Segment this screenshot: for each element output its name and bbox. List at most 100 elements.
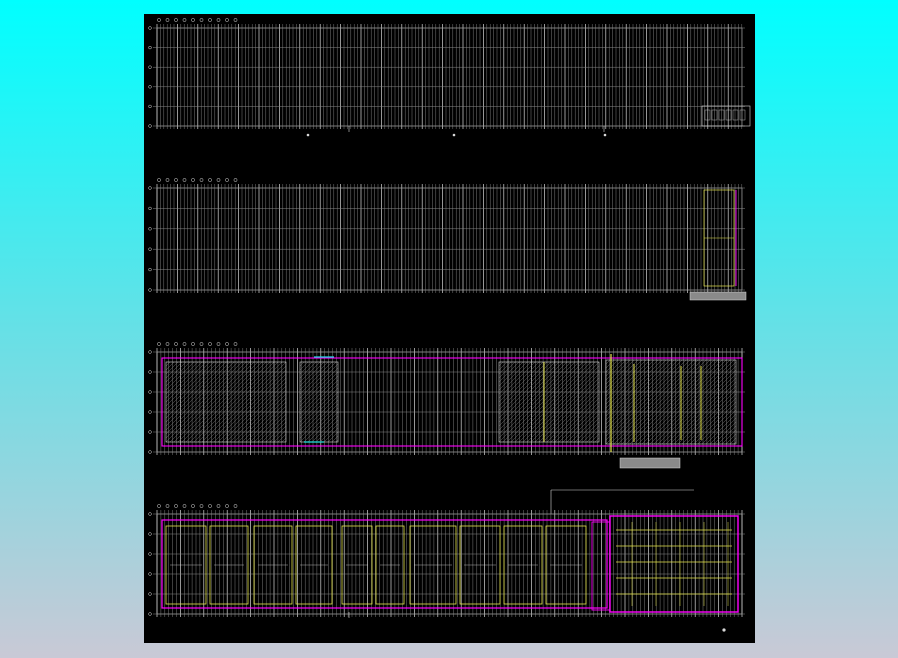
plan-3-hatched-zone-b-stroke [311,415,338,442]
plan-3-hatched-zone-a-stroke [169,362,251,442]
plan-3-hatched-zone-d-stroke [705,413,736,444]
plan-3-hatched-zone-a-stroke [221,377,286,442]
plan-3-hatched-zone-b-stroke [300,362,337,399]
plan-3-hatched-zone-a-stroke [166,362,231,427]
plan-3-hatched-floor-plan [148,342,745,469]
plan-3-axis-bubble [216,342,221,346]
plan-3-hatched-zone-d-stroke [681,389,736,444]
plan-3-hatched-zone-b-stroke [300,362,333,395]
plan-1-section-mark [306,133,310,137]
plan-3-hatched-zone-b-stroke [323,427,338,442]
plan-1-legend-symbol [711,109,718,121]
plan-3-hatched-zone-d-stroke [617,360,703,444]
plan-3-hatched-zone-d-stroke [685,393,736,444]
plan-1-legend-symbol [704,109,711,121]
plan-3-row-bubble [148,430,152,434]
plan-3-hatched-zone-c-outline [498,361,600,443]
plan-3-hatched-zone-d-stroke [645,360,731,444]
plan-3-hatched-zone-b-stroke [300,362,329,391]
plan-3-hatched-zone-a-stroke [166,362,227,423]
plan-2-axis-bubble [216,178,221,182]
plan-3-hatched-zone-a-stroke [185,362,267,442]
plan-3-hatched-zone-c-stroke [578,421,599,442]
plan-3-hatched-zone-a-stroke [233,389,286,442]
plan-4-row-bubble [148,512,152,516]
plan-1-axis-bubble [191,18,195,22]
plan-3-hatched-zone-d-stroke [606,360,691,444]
plan-4-row-bubble [148,612,152,616]
plan-3-hatched-zone-d-stroke [641,360,727,444]
plan-3-hatched-zone-a-stroke [166,362,167,363]
plan-3-row-bubble [148,450,152,454]
plan-4-axis-bubble [165,504,170,508]
plan-1-section-mark [603,133,607,137]
plan-4-room-7 [409,525,457,605]
plan-3-hatched-zone-c-stroke [499,362,556,419]
plan-4-row-bubble [148,532,152,536]
plan-3-hatched-zone-d-stroke [609,360,695,444]
plan-1-row-bubble [148,85,152,89]
plan-3-hatched-zone-c-stroke [554,397,599,442]
plan-3-hatched-zone-a-stroke [166,362,243,439]
plan-3-hatched-zone-a-stroke [277,433,286,442]
plan-3-hatched-zone-b-stroke [300,399,338,439]
plan-3-hatched-zone-b-stroke [319,423,338,442]
plan-3-hatched-zone-c-stroke [562,405,599,442]
plan-3-hatched-zone-d-stroke [621,360,707,444]
plan-3-hatched-zone-a-stroke [241,397,286,442]
plan-3-hatched-zone-d-stroke [606,360,683,437]
plan-3-hatched-zone-b-stroke [300,379,338,419]
plan-4-axis-bubble [199,504,204,508]
plan-3-hatched-zone-b-stroke [300,362,305,367]
plan-3-hatched-zone-a-stroke [201,362,283,442]
plan-4-outer-wall-west [161,519,608,609]
plan-1-row-bubble [148,124,152,128]
plan-3-hatched-zone-a-stroke [166,362,247,442]
plan-3-hatched-zone-c-stroke [538,381,599,442]
plan-3-hatched-zone-a-stroke [173,362,255,442]
plan-3-hatched-zone-a-stroke [166,362,187,383]
plan-3-axis-bubble [182,342,187,346]
plan-3-hatched-zone-d-stroke [606,360,687,441]
plan-3-hatched-zone-d-stroke [717,425,736,444]
plan-3-hatched-zone-d-stroke [625,360,711,444]
plan-4-room-5 [341,525,373,605]
plan-3-hatched-zone-d-outline [605,359,737,445]
plan-3-hatched-zone-c-stroke [499,362,548,411]
plan-3-hatched-zone-c-stroke [499,362,524,387]
plan-3-hatched-zone-b-stroke [300,362,321,383]
plan-3-hatched-zone-c-stroke [499,362,564,427]
plan-3-hatched-zone-c-stroke [518,362,599,442]
plan-3-hatched-zone-d-stroke [677,385,736,444]
plan-1-row-bubble [148,65,152,69]
plan-3-hatched-zone-a-stroke [213,369,286,442]
plan-4-room-1 [165,525,207,605]
plan-3-hatched-zone-c-stroke [499,362,572,435]
plan-3-hatched-zone-d-stroke [606,360,675,429]
plan-3-hatched-zone-d-stroke [657,365,736,444]
plan-3-hatched-zone-c-stroke [499,362,528,391]
plan-2-axis-bubble [233,178,238,182]
plan-1-axis-bubble [233,18,238,22]
plan-4-room-6 [375,525,405,605]
plan-3-hatched-zone-d-stroke [709,417,736,444]
plan-3-row-bubble [148,390,152,394]
plan-4-axis-bubble [157,504,161,508]
plan-1-legend-box [701,105,751,127]
plan-3-hatched-zone-c-stroke [542,385,599,442]
plan-3-hatched-zone-b-stroke [327,431,338,442]
plan-3-hatched-zone-a-stroke [166,362,203,399]
plan-3-hatched-zone-d-stroke [606,360,639,393]
plan-3-hatched-zone-a-stroke [166,362,223,419]
plan-3-hatched-zone-a-stroke [245,401,286,442]
plan-3-hatched-zone-a-stroke [249,405,286,442]
plan-2-axis-bubble [165,178,170,182]
plan-4-room-9 [503,525,543,605]
plan-4-axis-bubble [174,504,178,508]
plan-3-hatched-zone-a-stroke [261,417,286,442]
plan-3-hatched-zone-c-stroke [499,362,536,399]
plan-2-title-strip [689,291,747,301]
plan-3-hatched-zone-c-stroke [499,362,500,363]
plan-3-hatched-zone-c-stroke [502,362,584,442]
plan-3-hatched-zone-a-stroke [269,425,286,442]
